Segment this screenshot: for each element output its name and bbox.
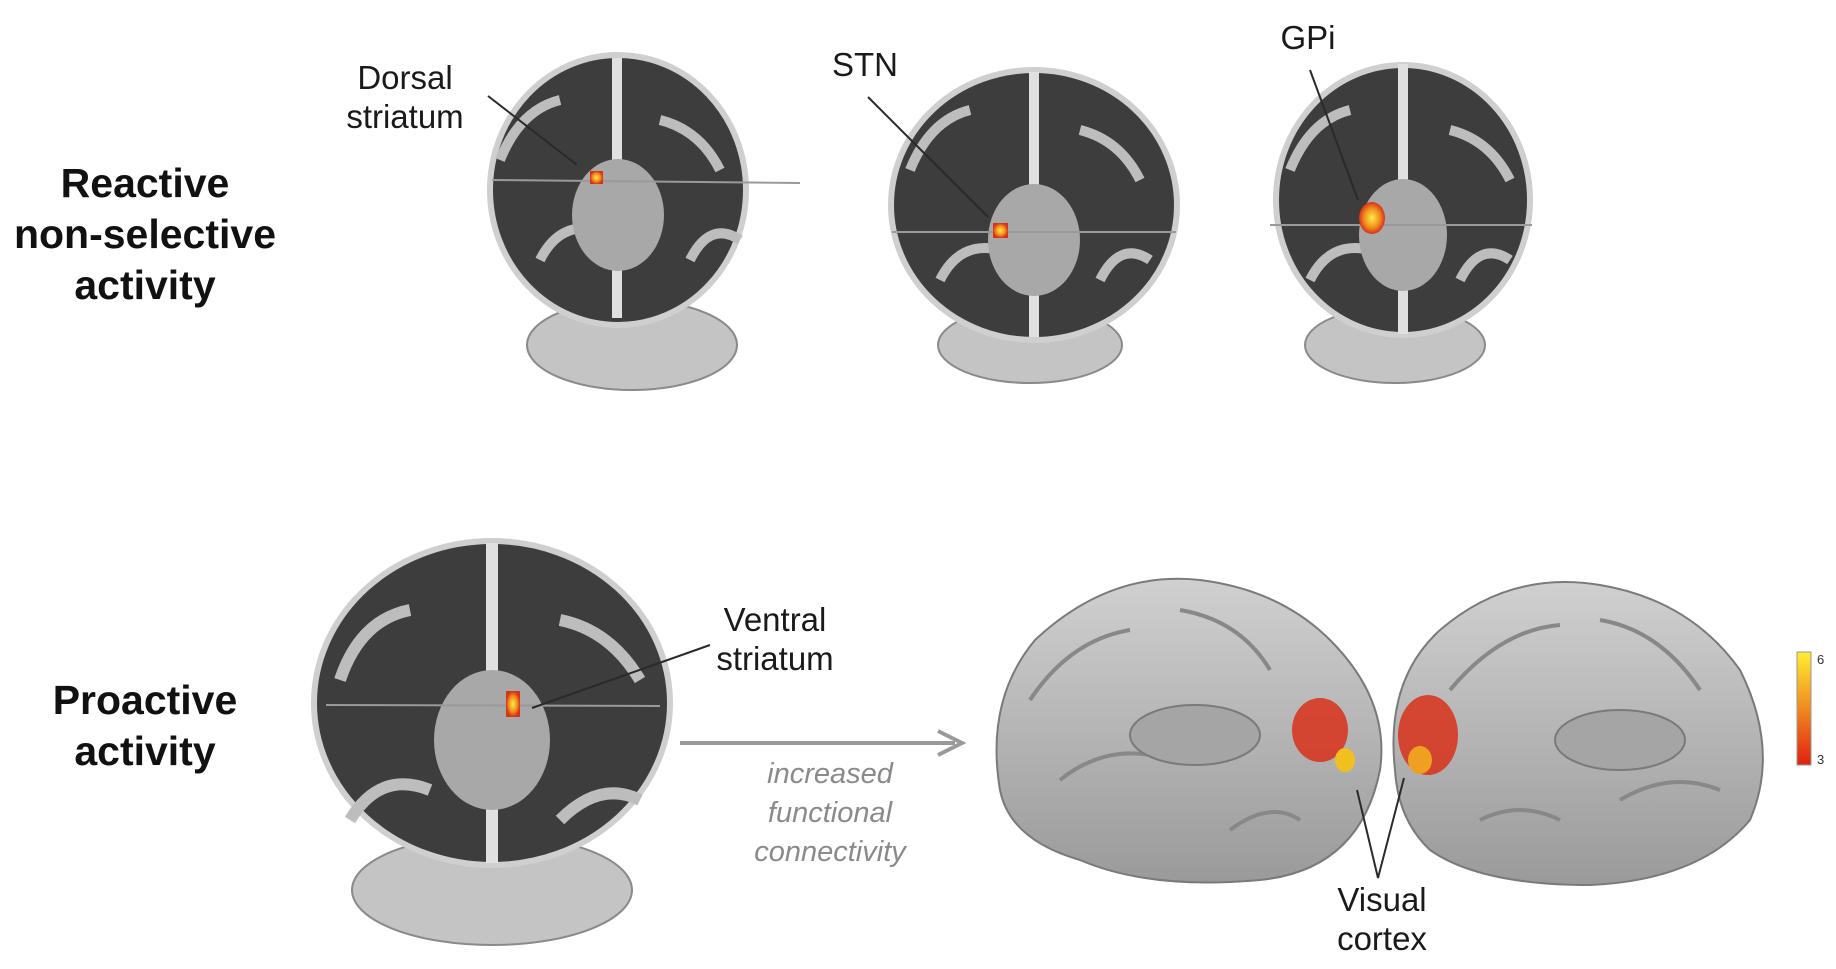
brain-coronal-stn: [888, 67, 1180, 384]
pointer-gpi: [1309, 69, 1359, 201]
label-stn-text: STN: [832, 46, 898, 83]
activation-dorsal-striatum: [590, 171, 603, 184]
row-title-reactive-line2: non-selective: [13, 211, 277, 257]
activation-hotspot-left: [1335, 748, 1355, 772]
row-title-proactive-line1: Proactive: [52, 677, 238, 723]
label-dorsal-striatum: Dorsal striatum: [325, 58, 485, 136]
label-ventral-striatum-line1: Ventral: [723, 601, 827, 638]
brain-coronal-gpi: [1270, 62, 1533, 384]
activation-visual-cortex-left: [1292, 698, 1348, 762]
brain-coronal-ventral-striatum: [311, 538, 673, 946]
row-title-reactive-line1: Reactive: [60, 160, 230, 206]
connectivity-label: increased functional connectivity: [720, 755, 940, 872]
connectivity-label-line3: connectivity: [754, 836, 906, 868]
label-visual-cortex-line1: Visual: [1337, 881, 1427, 918]
pointer-ventral-striatum: [531, 644, 711, 709]
brain-medial-surface-right: [1392, 581, 1764, 887]
label-visual-cortex: Visual cortex: [1312, 880, 1452, 958]
label-ventral-striatum-line2: striatum: [716, 640, 834, 677]
label-ventral-striatum: Ventral striatum: [690, 600, 860, 678]
brain-coronal-dorsal-striatum: [487, 52, 801, 391]
label-gpi: GPi: [1258, 18, 1358, 57]
pointer-visual-cortex: [1356, 777, 1405, 879]
activation-ventral-striatum: [506, 691, 520, 717]
colorbar: [1796, 651, 1812, 766]
pointer-dorsal-striatum: [487, 95, 578, 166]
activation-stn: [993, 223, 1008, 238]
connectivity-label-line2: functional: [767, 797, 893, 829]
colorbar-min-label: 3: [1817, 752, 1825, 767]
connectivity-label-line1: increased: [767, 758, 893, 790]
pointer-stn: [867, 96, 989, 218]
label-dorsal-striatum-line2: striatum: [346, 98, 464, 135]
row-title-proactive-line2: activity: [74, 728, 216, 774]
activation-gpi: [1359, 202, 1385, 234]
colorbar-max-label: 6: [1817, 652, 1825, 667]
label-stn: STN: [815, 45, 915, 84]
label-dorsal-striatum-line1: Dorsal: [357, 59, 453, 96]
connectivity-arrow: [680, 729, 967, 757]
label-gpi-text: GPi: [1280, 19, 1336, 56]
brain-medial-surface-left: [995, 577, 1383, 884]
row-title-proactive: Proactive activity: [10, 675, 280, 777]
row-title-reactive-line3: activity: [74, 262, 216, 308]
row-title-reactive: Reactive non-selective activity: [0, 158, 290, 311]
activation-hotspot-right: [1408, 746, 1432, 774]
label-visual-cortex-line2: cortex: [1337, 920, 1427, 957]
